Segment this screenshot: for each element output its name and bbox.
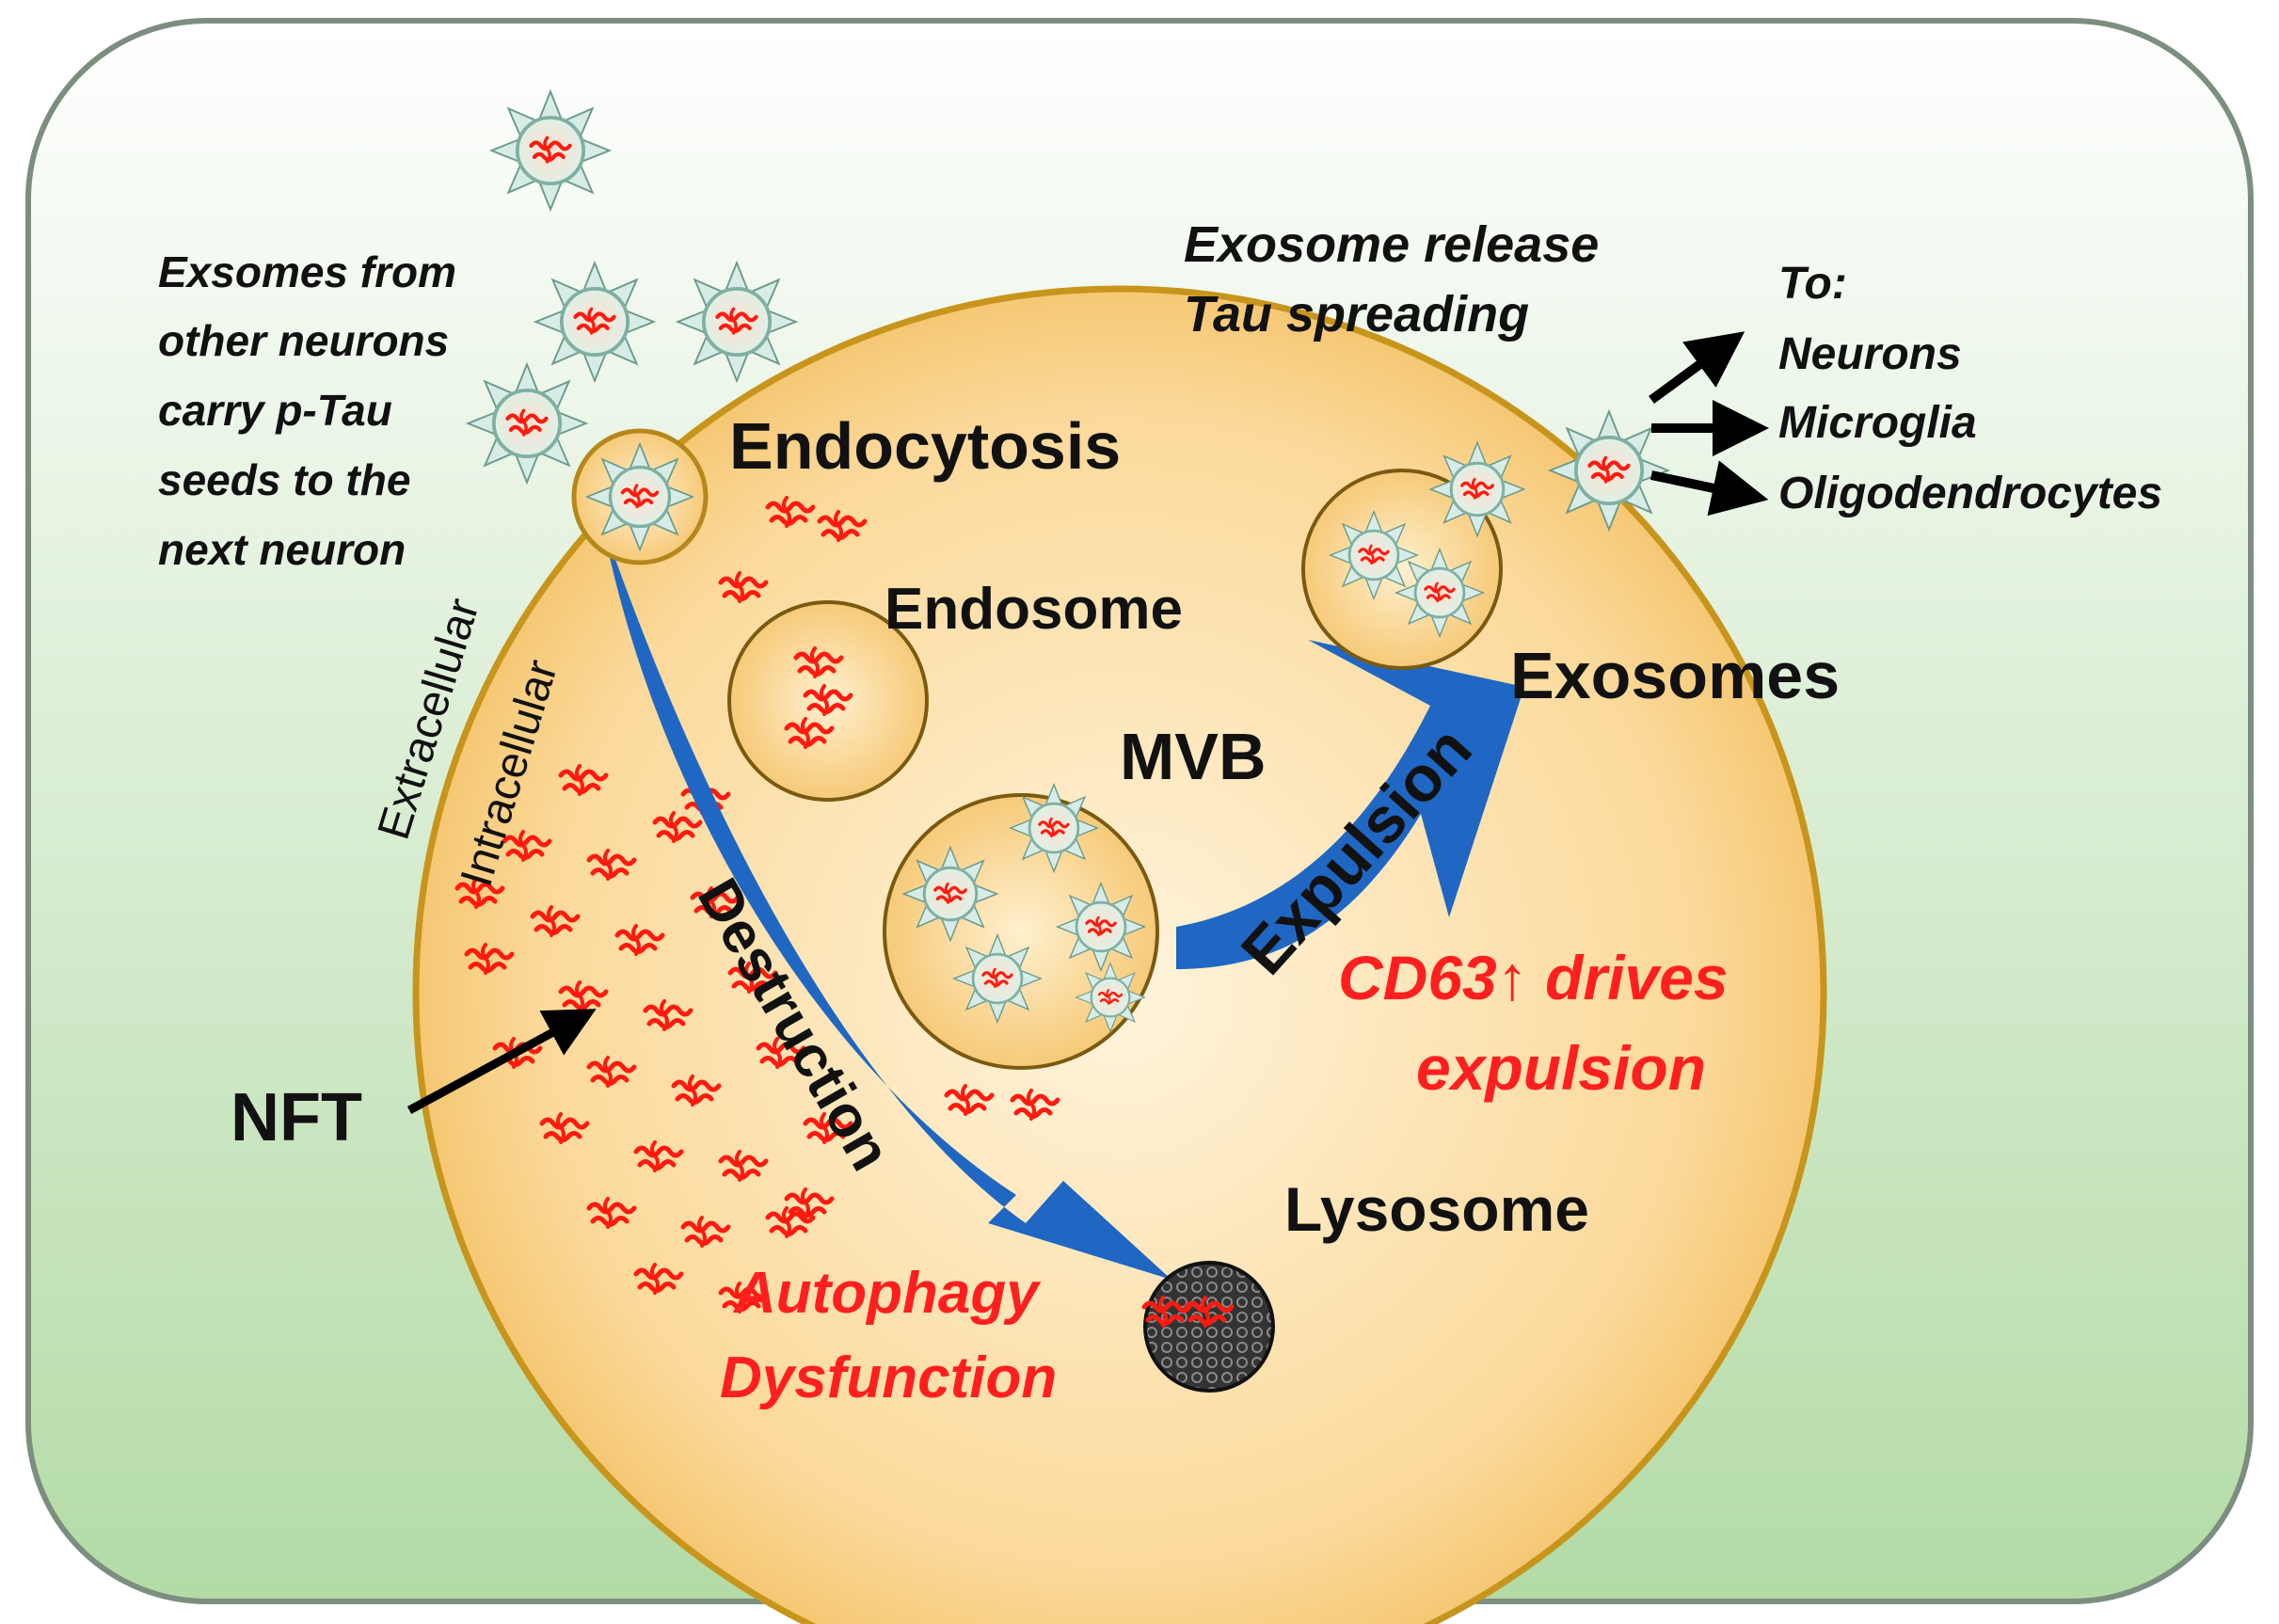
endocytosis-label: Endocytosis bbox=[729, 409, 1121, 483]
nft-pointer-arrow bbox=[406, 1009, 597, 1114]
endosome bbox=[727, 600, 929, 802]
exosomes-from-other-line-3: carry p-Tau bbox=[158, 386, 392, 435]
autophagy-line-2: Dysfunction bbox=[720, 1345, 1057, 1410]
exosome-release-line-2: Tau spreading bbox=[1184, 286, 1529, 342]
lysosome-label: Lysosome bbox=[1284, 1174, 1589, 1244]
exosome-release-line-1: Exosome release bbox=[1184, 216, 1599, 273]
exosomes-from-other-line-5: next neuron bbox=[158, 525, 406, 574]
exosomes-from-other-line-1: Exsomes from bbox=[158, 247, 456, 296]
endocytosis-vesicle bbox=[571, 428, 709, 565]
expulsion-arrow bbox=[1176, 640, 1524, 969]
cd63-line-2: expulsion bbox=[1416, 1033, 1706, 1103]
release-vesicle bbox=[1301, 443, 1524, 670]
target-oligodendrocytes: Oligodendrocytes bbox=[1778, 469, 2162, 518]
nft-label: NFT bbox=[231, 1080, 362, 1155]
endosome-label: Endosome bbox=[885, 577, 1183, 642]
exosomes-from-other-line-4: seeds to the bbox=[158, 455, 410, 504]
autophagy-line-1: Autophagy bbox=[732, 1261, 1042, 1326]
arrow-to-oligodendrocytes bbox=[1649, 460, 1769, 517]
to-label: To: bbox=[1778, 259, 1847, 309]
target-neurons: Neurons bbox=[1778, 329, 1962, 379]
lysosome bbox=[1144, 1261, 1275, 1393]
arrow-to-neurons bbox=[1649, 331, 1745, 405]
exosomes-label: Exosomes bbox=[1510, 639, 1840, 712]
target-microglia: Microglia bbox=[1778, 398, 1977, 448]
mvb-label: MVB bbox=[1120, 720, 1267, 793]
cd63-line-1: CD63↑ drives bbox=[1338, 943, 1729, 1012]
mvb bbox=[883, 785, 1159, 1070]
exosomes-from-other-line-2: other neurons bbox=[158, 316, 449, 365]
